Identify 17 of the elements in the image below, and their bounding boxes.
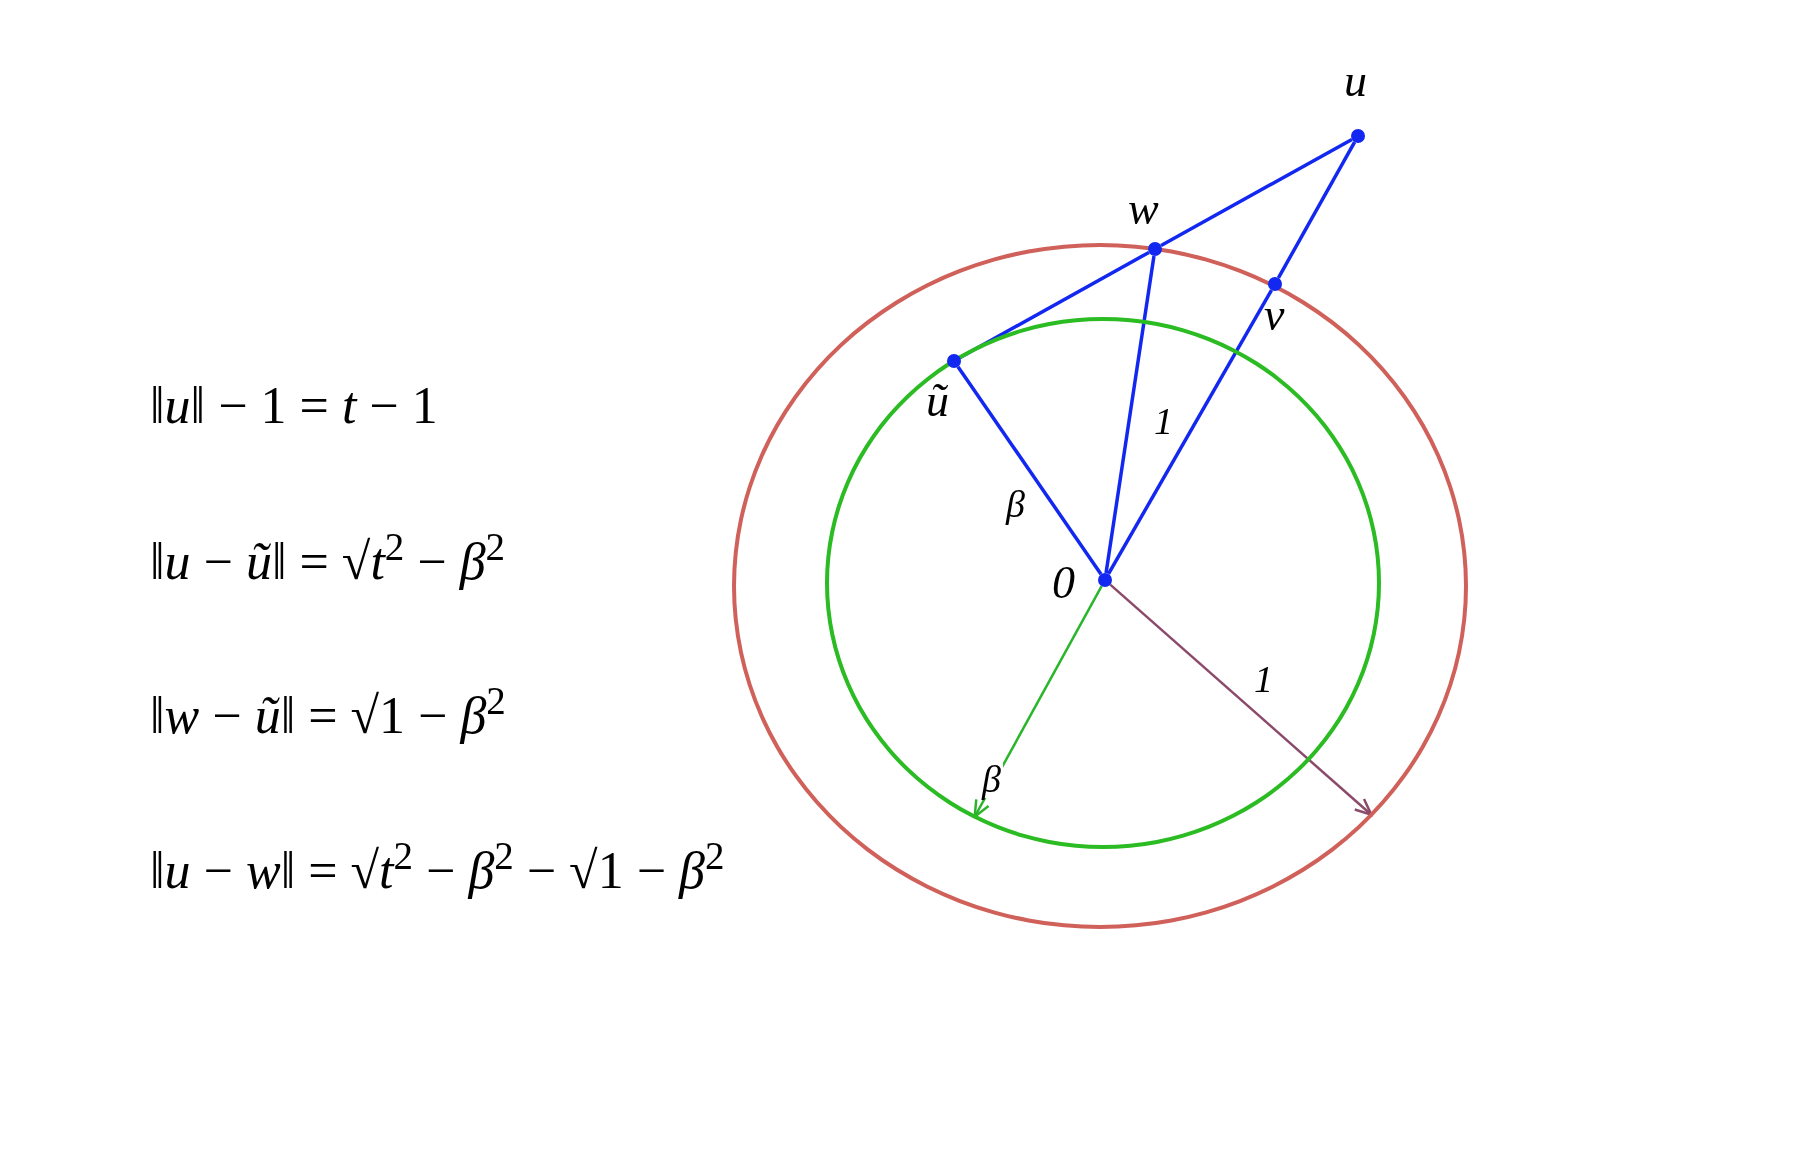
formula: ‖u − ũ‖ = √t$^{2}$ − β$^{2}$ bbox=[150, 536, 506, 588]
formula: ‖u − w‖ = √t$^{2}$ − β$^{2}$ − √1 − β$^{2}$ bbox=[150, 845, 725, 897]
line-segment bbox=[1106, 289, 1274, 575]
edge-label: β bbox=[980, 760, 1003, 798]
radius-arrow bbox=[1109, 583, 1373, 817]
point-label: w bbox=[1128, 186, 1159, 232]
line-segment bbox=[956, 365, 1103, 576]
point-label: 0 bbox=[1052, 560, 1075, 606]
line-segment bbox=[1104, 255, 1156, 574]
point-label: u bbox=[1344, 58, 1367, 104]
line-segment bbox=[1160, 137, 1353, 248]
formula: ‖w − ũ‖ = √1 − β$^{2}$ bbox=[150, 690, 506, 742]
formula: ‖u‖ − 1 = t − 1 bbox=[150, 380, 438, 432]
point-label: v bbox=[1264, 292, 1285, 338]
radius-arrow bbox=[973, 585, 1103, 818]
line-segment bbox=[1276, 141, 1357, 279]
point-label: ũ bbox=[926, 378, 949, 424]
